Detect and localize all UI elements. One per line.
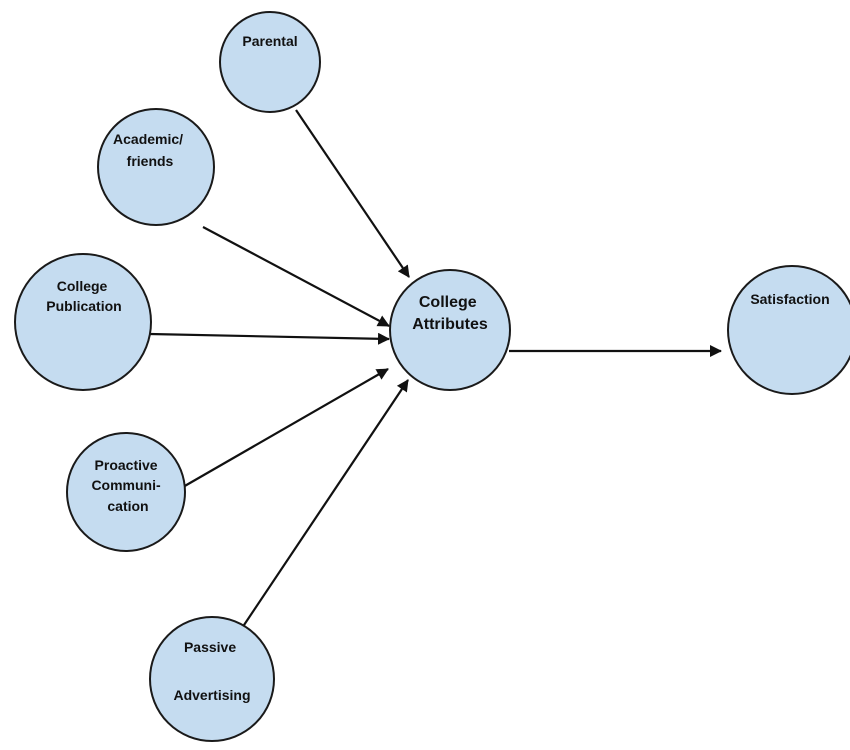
node-academic-label-line-1: Academic/ bbox=[113, 131, 183, 147]
node-parental: Parental bbox=[219, 11, 321, 113]
node-proactive-label: Proactive Communi- cation bbox=[91, 457, 164, 514]
node-attributes-circle bbox=[389, 269, 511, 391]
node-proactive: Proactive Communi- cation bbox=[66, 432, 186, 552]
edge-academic-to-attributes bbox=[202, 226, 390, 327]
edge-passive-to-attributes bbox=[241, 379, 409, 629]
node-passive: Passive Advertising bbox=[149, 616, 275, 742]
node-proactive-circle bbox=[66, 432, 186, 552]
node-satisfaction: Satisfaction bbox=[727, 265, 850, 395]
node-academic-label-line-2: friends bbox=[127, 153, 174, 169]
node-passive-label-line-1: Passive bbox=[184, 639, 236, 655]
node-publication: College Publication bbox=[14, 253, 152, 391]
node-publication-circle bbox=[14, 253, 152, 391]
node-proactive-label-line-1: Proactive bbox=[95, 457, 158, 473]
node-passive-label: Passive Advertising bbox=[173, 639, 250, 703]
node-attributes-label-line-1: College bbox=[419, 294, 477, 311]
node-attributes-label: College Attributes bbox=[412, 294, 488, 333]
node-satisfaction-circle bbox=[727, 265, 850, 395]
edge-parental-to-attributes bbox=[295, 109, 410, 278]
node-parental-label: Parental bbox=[242, 33, 297, 49]
node-passive-circle bbox=[149, 616, 275, 742]
node-satisfaction-label: Satisfaction bbox=[750, 291, 829, 307]
node-parental-label-line-1: Parental bbox=[242, 33, 297, 49]
edge-publication-to-attributes bbox=[149, 332, 390, 345]
node-attributes: College Attributes bbox=[389, 269, 511, 391]
node-parental-circle bbox=[219, 11, 321, 113]
node-satisfaction-label-line-1: Satisfaction bbox=[750, 291, 829, 307]
node-publication-label-line-2: Publication bbox=[46, 298, 121, 314]
node-passive-label-line-2: Advertising bbox=[173, 687, 250, 703]
nodes: Parental Academic/ friends College Publi… bbox=[14, 11, 850, 742]
node-academic-label: Academic/ friends bbox=[113, 131, 187, 169]
node-publication-label-line-1: College bbox=[57, 278, 108, 294]
node-academic: Academic/ friends bbox=[97, 108, 215, 226]
edges bbox=[149, 109, 722, 629]
node-proactive-label-line-2: Communi- bbox=[91, 477, 161, 493]
node-academic-circle bbox=[97, 108, 215, 226]
edge-proactive-to-attributes bbox=[182, 368, 389, 488]
node-proactive-label-line-3: cation bbox=[107, 498, 148, 514]
node-publication-label: College Publication bbox=[46, 278, 121, 314]
node-attributes-label-line-2: Attributes bbox=[412, 316, 488, 333]
